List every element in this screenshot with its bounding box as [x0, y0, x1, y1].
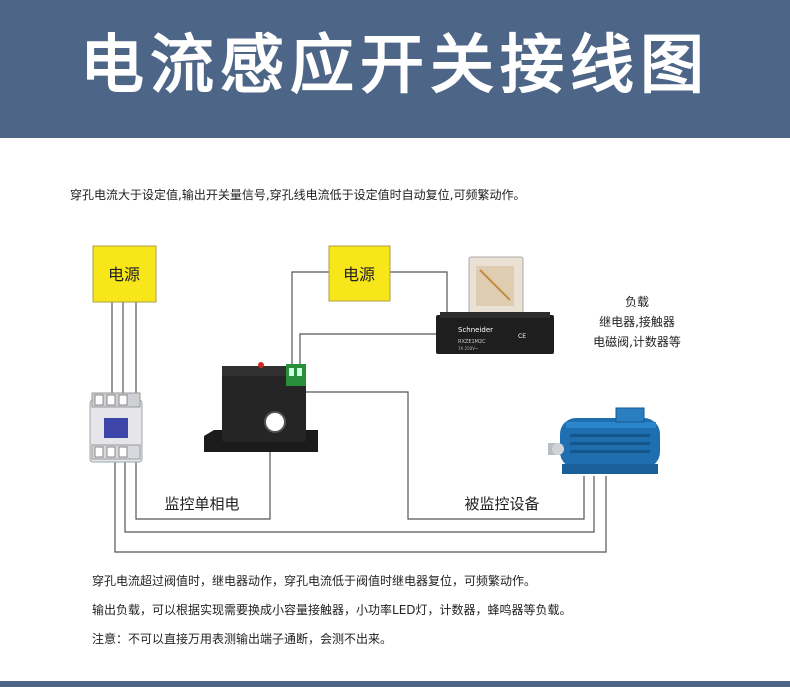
relay-model: RXZE1M2C — [458, 339, 486, 345]
note-2: 输出负载，可以根据实现需要换成小容量接触器，小功率LED灯，计数器，蜂鸣器等负载… — [92, 601, 572, 618]
current-sensor — [204, 362, 318, 452]
relay-brand: Schneider — [458, 326, 493, 334]
load-line-1: 负载 — [625, 295, 649, 309]
monitor-single-phase-label: 监控单相电 — [164, 495, 239, 513]
load-label: 负载 继电器,接触器 电磁阀,计数器等 — [593, 295, 681, 349]
monitored-equipment-label: 被监控设备 — [464, 495, 539, 513]
load-line-2: 继电器,接触器 — [599, 314, 675, 329]
footer-bar — [0, 681, 790, 687]
motor-device — [548, 408, 660, 474]
power-box-right: 电源 — [329, 246, 390, 301]
power-right-label: 电源 — [343, 265, 375, 284]
contactor-device — [90, 393, 142, 462]
relay-device: Schneider RXZE1M2C 7A 250V~ CE — [436, 257, 554, 354]
note-1: 穿孔电流超过阀值时，继电器动作，穿孔电流低于阀值时继电器复位，可频繁动作。 — [92, 572, 536, 589]
note-3: 注意：不可以直接万用表测输出端子通断，会测不出来。 — [92, 630, 392, 647]
load-line-3: 电磁阀,计数器等 — [593, 334, 681, 349]
power-box-left: 电源 — [93, 246, 156, 302]
relay-rating: 7A 250V~ — [458, 346, 478, 351]
power-left-label: 电源 — [108, 265, 140, 284]
relay-ce: CE — [518, 333, 526, 340]
